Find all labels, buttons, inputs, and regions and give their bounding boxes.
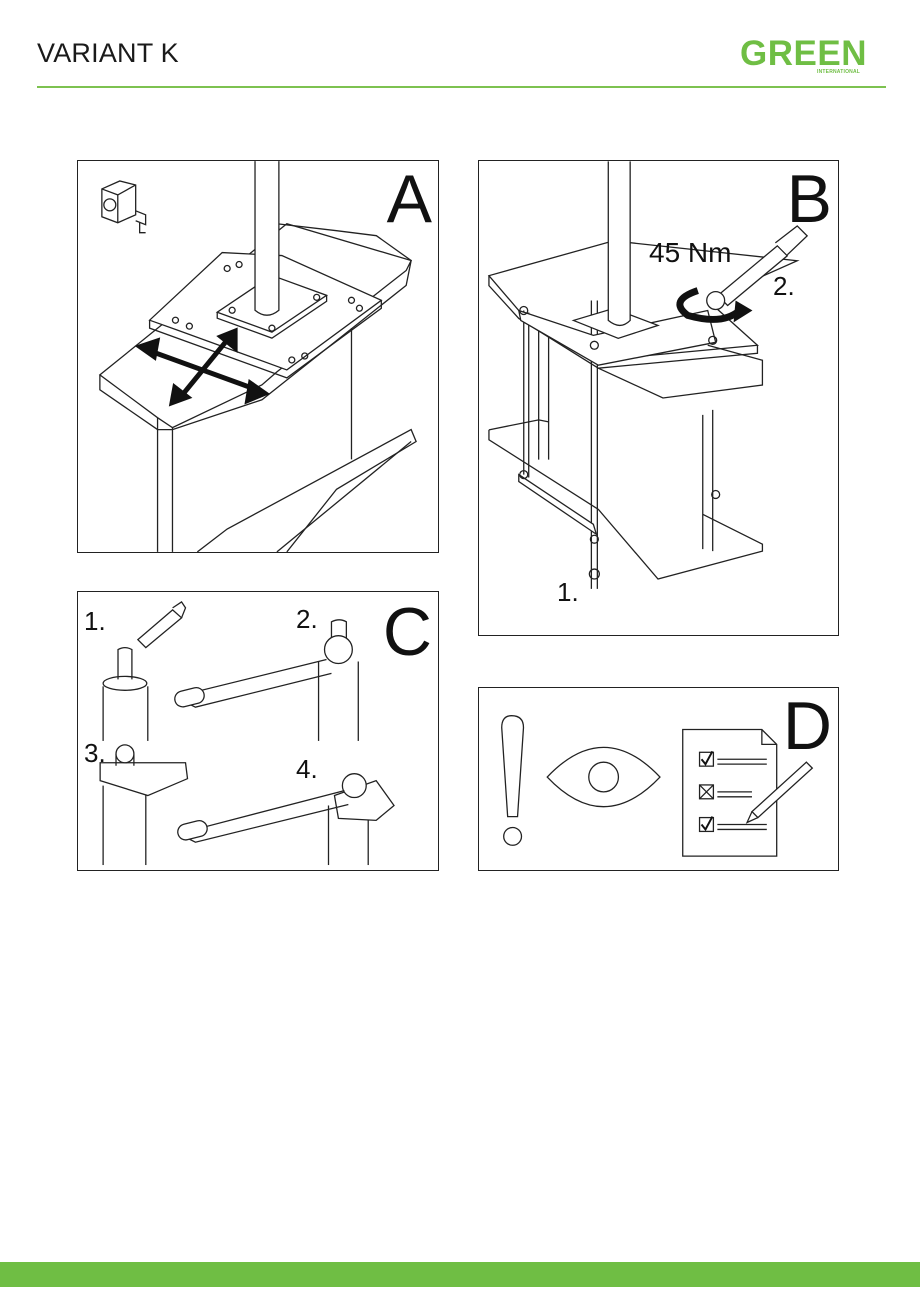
panel-a-letter: A — [386, 161, 432, 237]
panel-d-letter: D — [782, 688, 832, 764]
panel-b-illustration — [487, 161, 809, 589]
panel-c-illustration — [99, 601, 395, 866]
page-title: VARIANT K — [37, 38, 179, 68]
panel-a-illustration — [98, 161, 417, 552]
tape-measure-icon — [101, 180, 147, 234]
panel-c: C 1. 2. 3. 4. — [77, 591, 439, 871]
footer-bar — [0, 1262, 920, 1287]
panel-c-letter: C — [382, 594, 432, 670]
panel-c-step-3: 3. — [84, 738, 106, 768]
logo-wordmark: GREEN — [740, 34, 867, 73]
brand-logo: GREEN INTERNATIONAL — [740, 36, 880, 80]
exclamation-icon — [501, 715, 525, 846]
panel-c-step-2: 2. — [296, 604, 318, 634]
panel-c-step-1: 1. — [84, 606, 106, 636]
panel-d: D — [478, 687, 839, 871]
panel-d-illustration — [501, 715, 814, 857]
header-divider — [37, 86, 886, 88]
eye-icon — [546, 746, 661, 808]
panel-b: B 45 Nm 2. 1. — [478, 160, 839, 636]
panel-b-step-1: 1. — [557, 577, 579, 607]
pencil-icon — [745, 761, 814, 824]
checklist-icon — [682, 728, 778, 857]
panel-c-step-4: 4. — [296, 754, 318, 784]
move-arrows-icon — [134, 327, 270, 407]
logo-subtitle: INTERNATIONAL — [817, 69, 861, 75]
rotation-arrow-icon — [676, 287, 742, 323]
panel-b-step-2: 2. — [773, 271, 795, 301]
torque-value: 45 Nm — [649, 237, 732, 268]
panel-b-letter: B — [786, 161, 832, 237]
panel-a: A — [77, 160, 439, 553]
